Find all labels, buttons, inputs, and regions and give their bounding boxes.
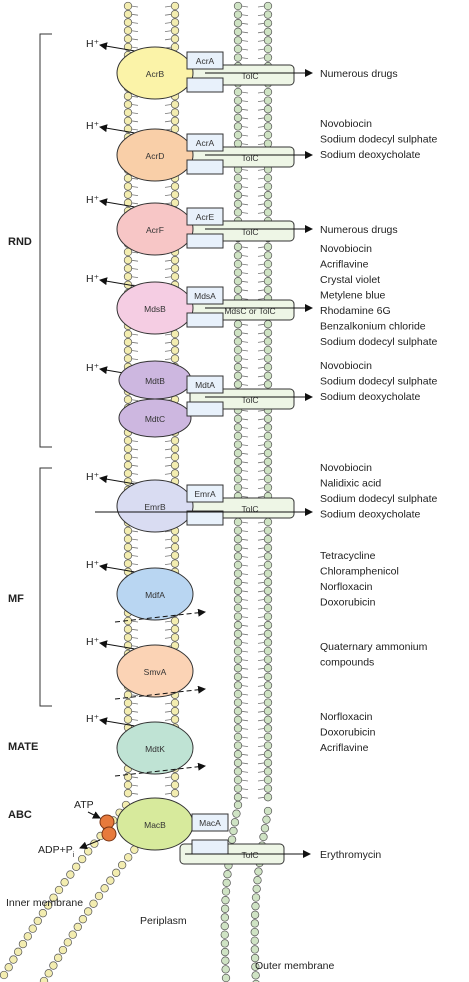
proton-label: H⁺ <box>86 362 100 374</box>
adaptor-label: MdtA <box>195 380 215 390</box>
substrate-item: Erythromycin <box>320 849 381 861</box>
family-label-mate: MATE <box>8 741 38 753</box>
substrate-item: Chloramphenicol <box>320 566 399 578</box>
substrate-list: Numerous drugs <box>320 224 398 236</box>
proton-label: H⁺ <box>86 471 100 483</box>
substrate-item: compounds <box>320 657 374 669</box>
adaptor-lower <box>187 78 223 92</box>
substrate-list: Quaternary ammonium compounds <box>320 641 428 669</box>
proton-label: H⁺ <box>86 713 100 725</box>
family-label-rnd: RND <box>8 236 32 248</box>
substrate-item: Tetracycline <box>320 550 376 562</box>
proton-label: H⁺ <box>86 194 100 206</box>
substrate-list: TetracyclineChloramphenicolNorfloxacinDo… <box>320 550 399 609</box>
adp-label: ADP+Pi <box>38 844 75 859</box>
outer-membrane-label: Outer membrane <box>255 960 335 972</box>
pump-mdsb: H⁺MdsC or TolCMdsBMdsANovobiocinAcriflav… <box>86 243 437 348</box>
transporter-label: MacB <box>144 820 166 830</box>
transporter-label: AcrD <box>146 151 165 161</box>
substrate-item: Crystal violet <box>320 274 380 286</box>
adaptor-lower <box>187 511 223 525</box>
pump-smva: H⁺ SmvA Quaternary ammonium compounds <box>86 636 428 699</box>
substrate-item: Novobiocin <box>320 243 372 255</box>
substrate-item: Norfloxacin <box>320 711 373 723</box>
substrate-item: Novobiocin <box>320 462 372 474</box>
transporter-label: MdtC <box>145 414 165 424</box>
substrate-item: Acriflavine <box>320 742 369 754</box>
substrate-item: Numerous drugs <box>320 68 398 80</box>
outer-membrane-bend <box>221 801 272 982</box>
transporter-label: MdsB <box>144 304 166 314</box>
substrate-item: Norfloxacin <box>320 581 373 593</box>
substrate-item: Benzalkonium chloride <box>320 321 426 333</box>
family-label-abc: ABC <box>8 809 32 821</box>
adaptor-label: AcrA <box>196 56 215 66</box>
adaptor-label: MacA <box>199 818 221 828</box>
adaptor-label: MdsA <box>194 291 216 301</box>
proton-label: H⁺ <box>86 120 100 132</box>
substrate-item: Doxorubicin <box>320 727 376 739</box>
periplasm-label: Periplasm <box>140 915 187 927</box>
adaptor-lower <box>192 840 228 854</box>
substrate-list: Numerous drugs <box>320 68 398 80</box>
substrate-item: Quaternary ammonium <box>320 641 428 653</box>
substrate-list: Erythromycin <box>320 849 381 861</box>
substrate-item: Metylene blue <box>320 290 386 302</box>
outer-membrane-factor-label: TolC <box>241 850 258 860</box>
substrate-item: Sodium dodecyl sulphate <box>320 493 437 505</box>
substrate-item: Sodium deoxycholate <box>320 149 421 161</box>
proton-label: H⁺ <box>86 559 100 571</box>
atp-label: ATP <box>74 799 94 811</box>
family-label-mf: MF <box>8 593 24 605</box>
atp-hydrolysis-site: ATP ADP+Pi <box>38 799 116 859</box>
transporter-label: EmrB <box>144 502 166 512</box>
substrate-item: Sodium dodecyl sulphate <box>320 376 437 388</box>
transporter-label: MdfA <box>145 590 165 600</box>
family-brackets: RND MF MATE ABC <box>8 34 52 821</box>
transporter-label: AcrB <box>146 69 165 79</box>
transporter-label: AcrF <box>146 225 164 235</box>
adaptor-lower <box>187 160 223 174</box>
pump-mdfa: H⁺ MdfA TetracyclineChloramphenicolNorflox… <box>86 550 399 622</box>
substrate-item: Novobiocin <box>320 360 372 372</box>
substrate-item: Doxorubicin <box>320 597 376 609</box>
substrate-item: Sodium dodecyl sulphate <box>320 336 437 348</box>
substrate-item: Numerous drugs <box>320 224 398 236</box>
adaptor-label: AcrA <box>196 138 215 148</box>
substrate-item: Sodium deoxycholate <box>320 509 421 521</box>
inner-membrane-label: Inner membrane <box>6 897 83 909</box>
substrate-item: Novobiocin <box>320 118 372 130</box>
transporter-label: MdtB <box>145 376 165 386</box>
transporter-label: MdtK <box>145 744 165 754</box>
substrate-item: Sodium deoxycholate <box>320 391 421 403</box>
substrate-item: Acriflavine <box>320 259 369 271</box>
substrate-item: Sodium dodecyl sulphate <box>320 134 437 146</box>
adaptor-label: AcrE <box>196 212 215 222</box>
adaptor-lower <box>187 402 223 416</box>
proton-label: H⁺ <box>86 273 100 285</box>
substrate-item: Nalidixic acid <box>320 478 381 490</box>
adaptor-label: EmrA <box>194 489 216 499</box>
substrate-list: NovobiocinSodium dodecyl sulphateSodium … <box>320 360 437 403</box>
adaptor-lower <box>187 313 223 327</box>
proton-label: H⁺ <box>86 636 100 648</box>
proton-label: H⁺ <box>86 38 100 50</box>
adaptor-lower <box>187 234 223 248</box>
substrate-item: Rhodamine 6G <box>320 305 391 317</box>
transporter-label: SmvA <box>144 667 167 677</box>
